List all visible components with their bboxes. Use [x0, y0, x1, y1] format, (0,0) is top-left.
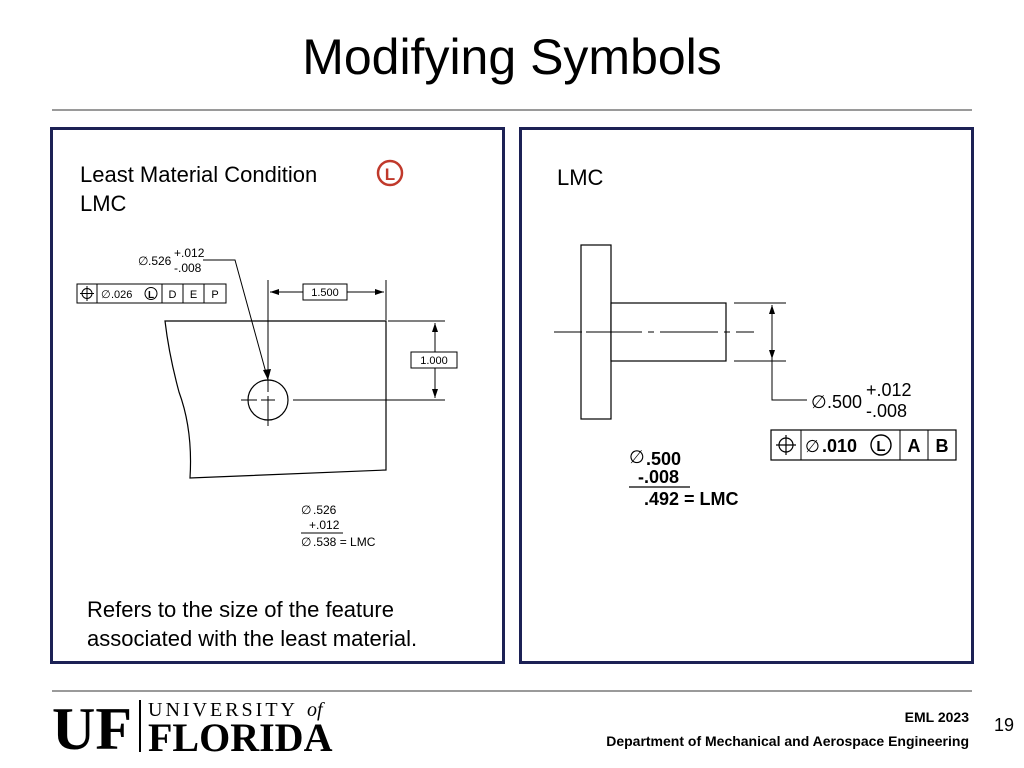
- slide-title: Modifying Symbols: [302, 29, 722, 85]
- tolerance-plus: +.012: [174, 246, 205, 260]
- feature-control-frame: ∅ .026 L D E P: [76, 283, 227, 304]
- calc-line2: +.012: [309, 518, 340, 532]
- position-symbol-icon: [776, 435, 796, 455]
- left-panel: Least Material Condition LMC L ∅ .526 +.…: [50, 127, 505, 664]
- page-number: 19: [994, 715, 1015, 735]
- dim-arrow-right-icon: [375, 289, 384, 295]
- fcf-diameter-icon: ∅: [805, 437, 820, 456]
- left-drawing: L ∅ .526 +.012 -.008 ∅ .026 L D: [76, 159, 458, 549]
- left-panel-description: Refers to the size of the feature associ…: [87, 597, 418, 651]
- fcf-datum-p: P: [211, 289, 218, 301]
- part-outline: [164, 320, 387, 479]
- diameter-symbol-icon: ∅: [811, 392, 827, 412]
- leader-line: [203, 259, 269, 381]
- tolerance-minus: -.008: [866, 401, 907, 421]
- logo-florida: FLORIDA: [148, 715, 333, 756]
- dim-arrow-bottom-icon: [769, 350, 775, 359]
- dim-arrow-top-icon: [432, 323, 438, 332]
- heading-lmc-abbrev: LMC: [80, 191, 127, 216]
- dim-horizontal-value: 1.500: [311, 287, 339, 299]
- dim-vertical-value: 1.000: [420, 355, 448, 367]
- right-panel-heading: LMC: [557, 165, 604, 190]
- calc-line1: .500: [646, 449, 681, 469]
- fcf-datum-a: A: [908, 436, 921, 456]
- nominal-diameter: .526: [148, 254, 172, 268]
- calc-line3: .538 = LMC: [313, 535, 376, 549]
- fcf-datum-b: B: [936, 436, 949, 456]
- position-symbol-icon: [80, 286, 94, 301]
- course-code: EML 2023: [904, 709, 969, 725]
- dim-arrow-bottom-icon: [432, 389, 438, 398]
- fcf-tolerance: .026: [111, 289, 132, 301]
- feature-control-frame: ∅ .010 L A B: [770, 429, 957, 461]
- tolerance-plus: +.012: [866, 380, 912, 400]
- uf-logo: UF UNIVERSITY of FLORIDA: [52, 696, 333, 756]
- calc-line3: .492 = LMC: [644, 489, 739, 509]
- dim-box-vertical: [410, 351, 458, 369]
- department-name: Department of Mechanical and Aerospace E…: [606, 733, 969, 749]
- calc-line1: .526: [313, 503, 337, 517]
- lmc-symbol-letter: L: [385, 165, 395, 184]
- fcf-datum-d: D: [169, 289, 177, 301]
- fcf-lmc-modifier: L: [876, 438, 885, 455]
- dimension-leader: [771, 359, 807, 401]
- nominal-diameter: .500: [827, 392, 862, 412]
- logo-uf: UF: [52, 696, 132, 756]
- tolerance-minus: -.008: [174, 261, 202, 275]
- leader-arrow-icon: [263, 369, 271, 380]
- left-panel-heading: Least Material Condition LMC: [80, 160, 317, 218]
- title-divider: [52, 109, 972, 111]
- fcf-lmc-modifier: L: [148, 290, 154, 301]
- fcf-tolerance: .010: [822, 436, 857, 456]
- diameter-symbol-icon: ∅: [138, 254, 148, 268]
- fcf-diameter-icon: ∅: [101, 289, 111, 301]
- dim-box-horizontal: [302, 283, 348, 301]
- footer-divider: [52, 690, 972, 692]
- calc-line2: -.008: [638, 467, 679, 487]
- dim-arrow-left-icon: [270, 289, 279, 295]
- logo-of: of: [307, 699, 325, 721]
- fcf-datum-e: E: [190, 289, 197, 301]
- logo-university: UNIVERSITY: [148, 699, 298, 721]
- dim-arrow-top-icon: [769, 305, 775, 314]
- calc-diameter-icon: ∅: [301, 503, 311, 517]
- right-panel: LMC ∅ .500 +.012 -.008: [519, 127, 974, 664]
- footer-info: EML 2023 Department of Mechanical and Ae…: [606, 705, 969, 753]
- right-drawing: ∅ .500 +.012 -.008 ∅ .010 L A B ∅ .500 -…: [554, 244, 957, 509]
- calc-diameter-icon: ∅: [629, 447, 645, 467]
- lmc-symbol-icon: L: [376, 159, 404, 187]
- calc-diameter-icon-2: ∅: [301, 535, 311, 549]
- heading-lmc-full: Least Material Condition: [80, 162, 318, 187]
